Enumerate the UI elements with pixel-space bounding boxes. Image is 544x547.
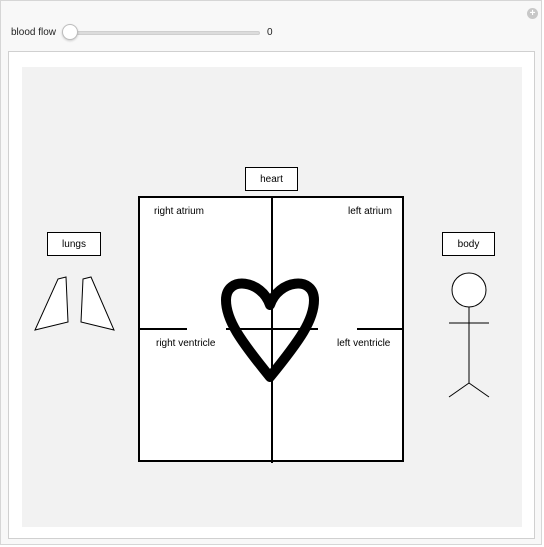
left-ventricle-label: left ventricle (337, 338, 391, 349)
plus-icon[interactable]: + (527, 8, 538, 19)
blood-flow-slider-thumb[interactable] (62, 24, 78, 40)
lungs-icon (34, 276, 115, 331)
lungs-label-box: lungs (47, 232, 101, 256)
left-atrium-label: left atrium (348, 206, 392, 217)
heart-label-box: heart (245, 167, 298, 191)
body-label: body (457, 238, 480, 250)
blood-flow-label: blood flow (11, 27, 57, 38)
heart-label: heart (260, 173, 283, 185)
body-label-box: body (442, 232, 495, 256)
stick-figure-icon (448, 272, 490, 398)
right-ventricle-label: right ventricle (156, 338, 216, 349)
blood-flow-value: 0 (267, 27, 273, 38)
heart-icon (221, 278, 319, 382)
lungs-label: lungs (62, 238, 86, 250)
right-atrium-label: right atrium (154, 206, 205, 217)
